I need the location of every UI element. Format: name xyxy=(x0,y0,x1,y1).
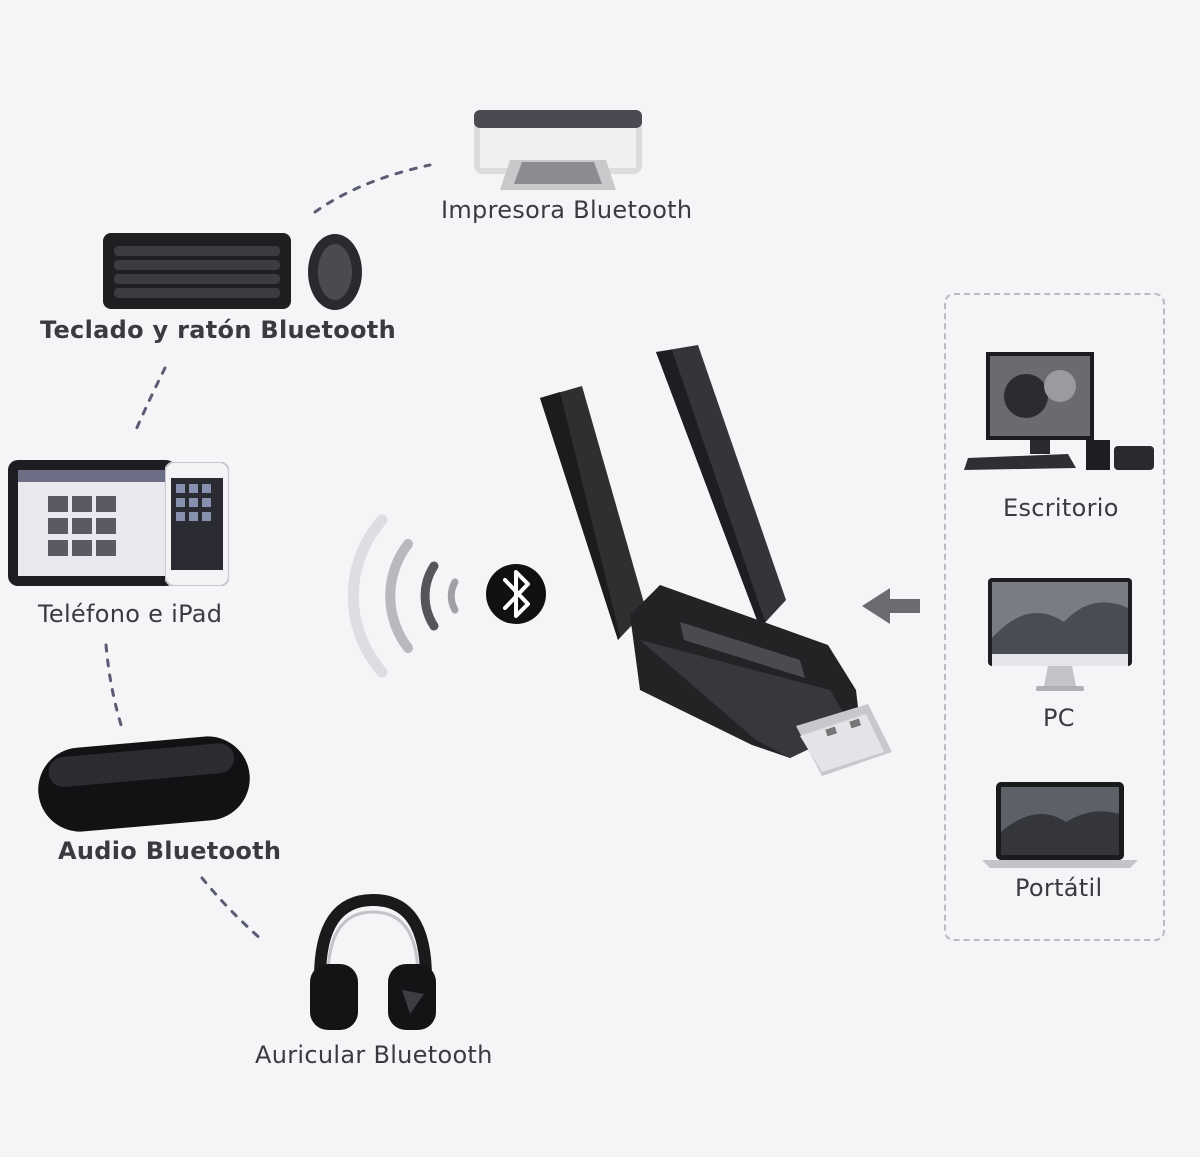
speaker-icon xyxy=(36,736,252,832)
arrow-left-icon xyxy=(862,588,920,624)
keyboard-mouse-label: Teclado y ratón Bluetooth xyxy=(40,316,396,344)
laptop-icon xyxy=(982,782,1138,868)
bluetooth-icon xyxy=(486,564,546,624)
mouse-icon xyxy=(306,232,364,312)
printer-icon xyxy=(470,100,645,190)
pc-monitor-icon xyxy=(988,578,1132,692)
signal-waves-icon xyxy=(347,514,459,678)
headphones-label: Auricular Bluetooth xyxy=(255,1041,493,1069)
usb-bluetooth-adapter xyxy=(540,345,892,776)
keyboard-icon xyxy=(102,232,292,310)
phone-icon xyxy=(164,461,230,587)
dashed-connector-lines xyxy=(104,163,432,942)
tablet-icon xyxy=(8,460,176,586)
compatible-computers-panel xyxy=(944,293,1165,941)
pc-label: PC xyxy=(1043,704,1075,732)
desktop-label: Escritorio xyxy=(1003,494,1119,522)
desktop-icon xyxy=(964,350,1158,474)
phone-tablet-label: Teléfono e iPad xyxy=(38,600,223,628)
speaker-label: Audio Bluetooth xyxy=(58,837,282,865)
laptop-label: Portátil xyxy=(1015,874,1103,902)
headphones-icon xyxy=(306,893,440,1034)
printer-label: Impresora Bluetooth xyxy=(441,196,693,224)
